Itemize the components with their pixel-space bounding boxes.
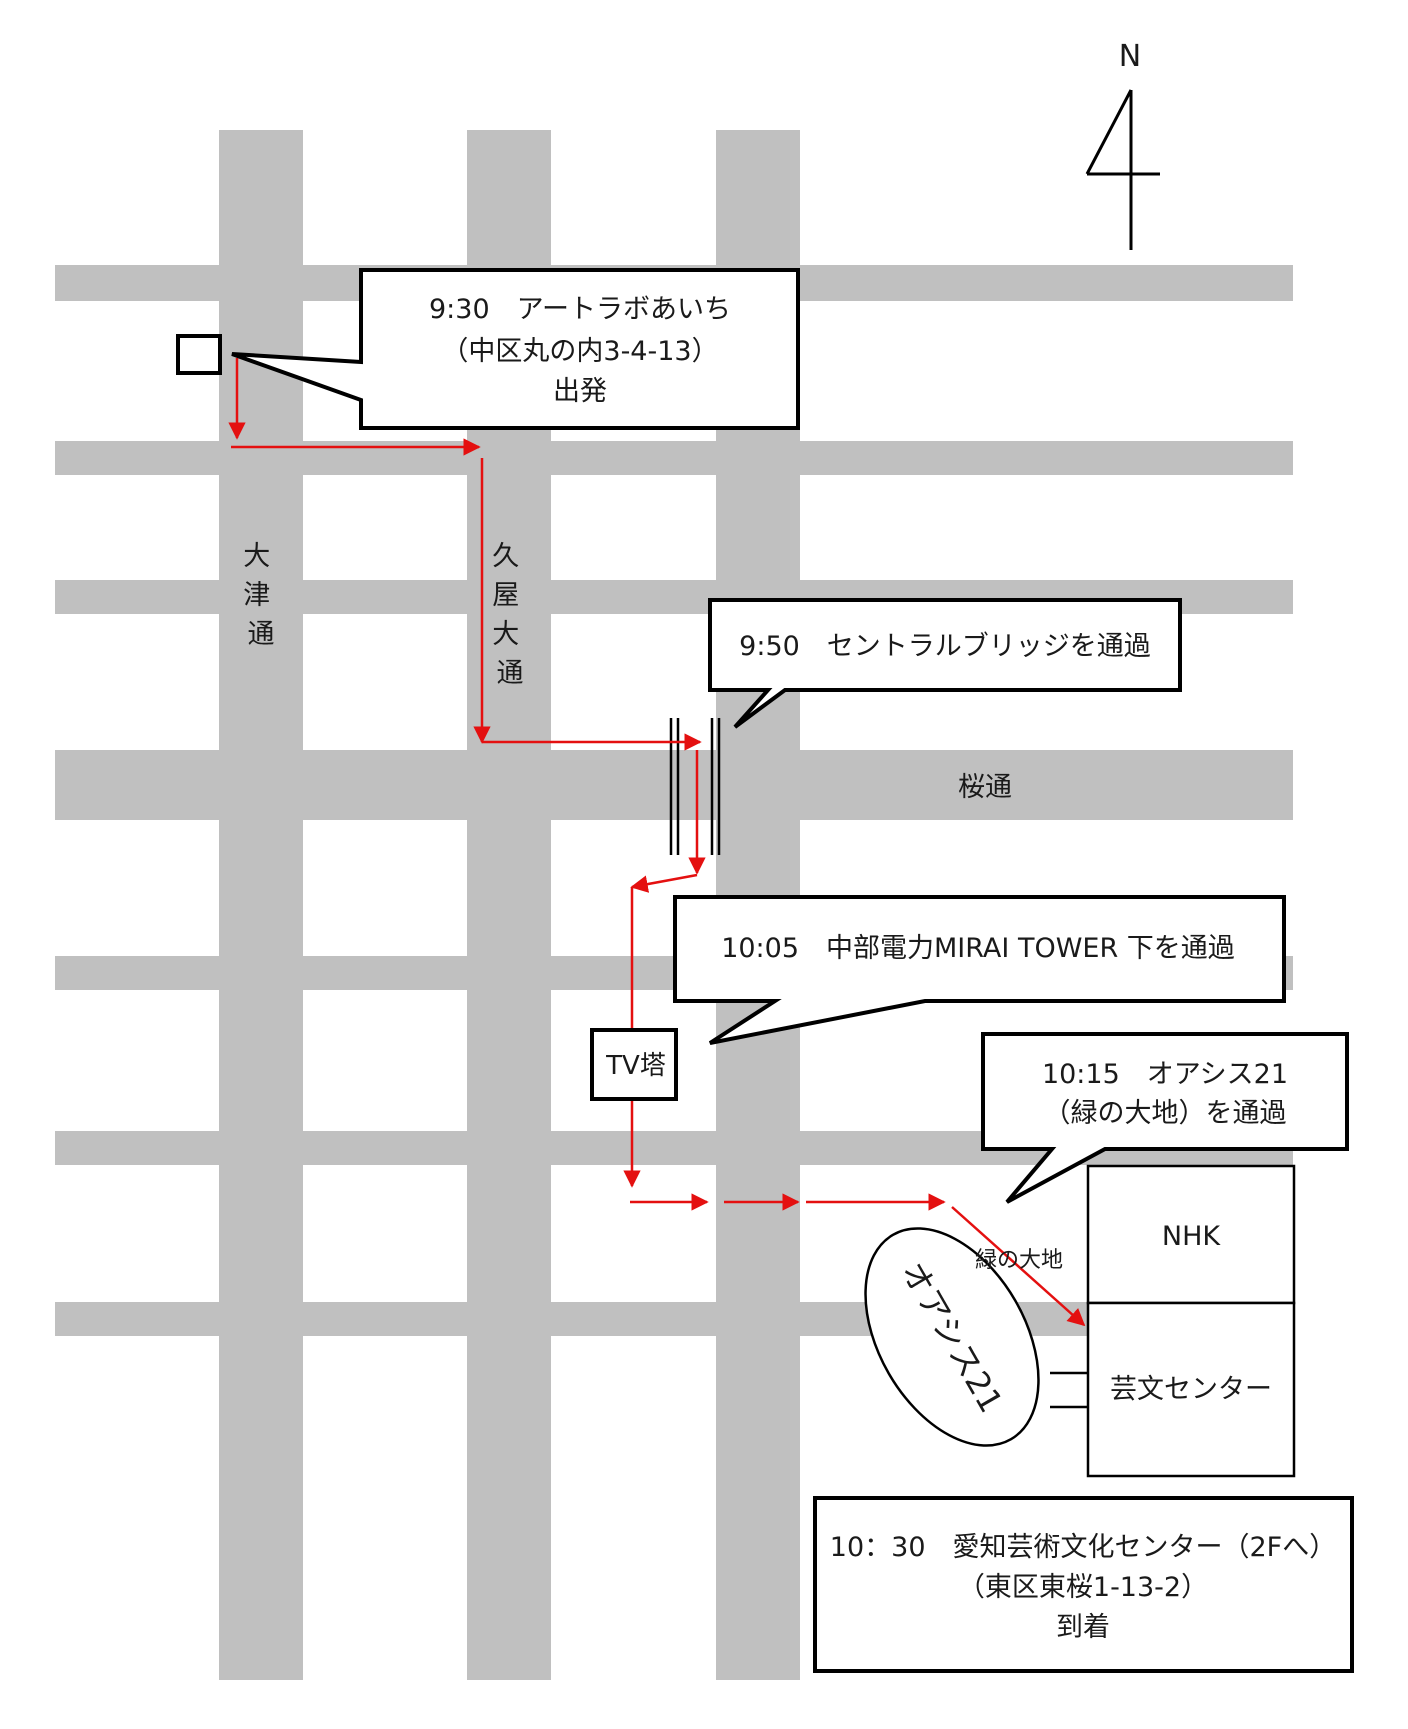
geibun-label: 芸文センター xyxy=(1110,1374,1272,1405)
north-label: N xyxy=(1119,39,1141,74)
bridge-to-geibun xyxy=(1050,1371,1088,1409)
callout-bridge-line1: 9:50 セントラルブリッジを通過 xyxy=(739,631,1151,662)
road-label-hisaya-3: 大 xyxy=(492,619,519,650)
callout-tower: 10:05 中部電力MIRAI TOWER 下を通過 xyxy=(673,895,1286,1045)
road-label-otsu-2: 津 xyxy=(243,580,270,611)
road-label-sakura: 桜通 xyxy=(958,772,1012,803)
road-label-hisaya-1: 久 xyxy=(492,541,519,572)
callout-start: 9:30 アートラボあいち （中区丸の内3-4-13） 出発 xyxy=(231,268,800,430)
callout-start-line3: 出発 xyxy=(553,376,607,407)
midori-label: 緑の大地 xyxy=(975,1248,1063,1273)
callout-goal: 10：30 愛知芸術文化センター（2Fへ） （東区東桜1-13-2） 到着 xyxy=(813,1496,1354,1673)
walking-route xyxy=(228,358,1086,1327)
callout-goal-line1: 10：30 愛知芸術文化センター（2Fへ） xyxy=(830,1532,1336,1563)
callout-goal-line2: （東区東桜1-13-2） xyxy=(958,1572,1208,1603)
tv-tower-label: TV塔 xyxy=(605,1051,666,1081)
road-label-otsu-1: 大 xyxy=(243,541,270,572)
north-arrow-icon: N xyxy=(1085,39,1160,250)
callout-oasis-line2: （緑の大地）を通過 xyxy=(1044,1098,1287,1129)
callout-bridge: 9:50 セントラルブリッジを通過 xyxy=(708,598,1182,729)
callout-goal-line3: 到着 xyxy=(1056,1612,1110,1643)
road-label-otsu: 大 津 通 xyxy=(243,541,279,650)
road-label-hisaya-4: 通 xyxy=(497,658,524,689)
start-marker xyxy=(176,334,222,375)
geibun-building xyxy=(1086,1301,1296,1478)
callout-start-line1: 9:30 アートラボあいち xyxy=(429,294,731,325)
road-label-hisaya-2: 屋 xyxy=(492,580,519,611)
oasis21-icon: オアシス21 xyxy=(864,1227,1040,1447)
road-label-hisaya: 久 屋 大 通 xyxy=(492,541,528,689)
nhk-label: NHK xyxy=(1162,1221,1222,1252)
callout-tower-line1: 10:05 中部電力MIRAI TOWER 下を通過 xyxy=(721,933,1235,964)
callout-oasis-line1: 10:15 オアシス21 xyxy=(1042,1059,1288,1090)
callout-start-line2: （中区丸の内3-4-13） xyxy=(441,336,718,367)
tv-tower-box xyxy=(590,1028,678,1101)
callout-oasis: 10:15 オアシス21 （緑の大地）を通過 xyxy=(981,1032,1349,1204)
road-otsu-dori xyxy=(219,130,303,1680)
road-label-otsu-3: 通 xyxy=(248,619,275,650)
